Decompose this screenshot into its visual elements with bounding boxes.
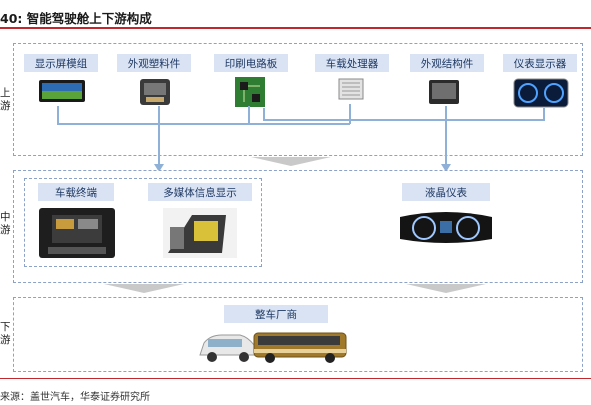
connector-line — [158, 123, 350, 125]
midstream-label: 中 游 — [0, 211, 11, 236]
figure-title: 40: 智能驾驶舱上下游构成 — [0, 11, 152, 26]
source-note: 来源：盖世汽车，华泰证券研究所 — [0, 392, 150, 403]
connector-line — [543, 108, 545, 120]
structural-part-icon — [428, 79, 460, 105]
flow-chevron-icon — [104, 284, 184, 293]
connector-line — [263, 108, 265, 120]
upstream-item-circuit-board: 印刷电路板 — [214, 54, 288, 72]
lcd-cluster-icon — [396, 207, 496, 247]
flow-chevron-icon — [251, 157, 331, 166]
upstream-item-instrument-display: 仪表显示器 — [503, 54, 577, 72]
connector-line — [57, 123, 160, 125]
title-rule — [0, 27, 591, 29]
arrow-down-icon — [441, 164, 451, 172]
upstream-group — [13, 43, 583, 156]
midstream-item-car-terminal: 车载终端 — [38, 183, 114, 201]
car-terminal-icon — [38, 207, 116, 259]
midstream-item-lcd-cluster: 液晶仪表 — [402, 183, 490, 201]
upstream-item-plastic-part: 外观塑料件 — [117, 54, 191, 72]
plastic-part-icon — [138, 77, 172, 107]
connector-line — [248, 106, 250, 124]
midstream-item-multimedia-display: 多媒体信息显示 — [148, 183, 252, 201]
upstream-item-processor: 车载处理器 — [315, 54, 389, 72]
connector-line — [349, 104, 351, 124]
connector-line — [263, 119, 545, 121]
flow-chevron-icon — [406, 284, 486, 293]
instrument-display-icon — [513, 78, 569, 108]
arrow-down-icon — [154, 164, 164, 172]
downstream-item-vehicle-maker: 整车厂商 — [224, 305, 328, 323]
upstream-item-display-module: 显示屏模组 — [24, 54, 98, 72]
processor-icon — [337, 77, 365, 101]
connector-line — [158, 106, 160, 166]
circuit-board-icon — [234, 76, 266, 108]
downstream-label: 下 游 — [0, 321, 11, 346]
multimedia-display-icon — [162, 207, 238, 259]
display-module-icon — [38, 78, 86, 104]
source-rule — [0, 378, 591, 379]
connector-line — [445, 106, 447, 166]
vehicle-icon — [196, 327, 348, 367]
upstream-label: 上 游 — [0, 87, 11, 112]
connector-line — [57, 106, 59, 124]
upstream-item-structural-part: 外观结构件 — [410, 54, 484, 72]
